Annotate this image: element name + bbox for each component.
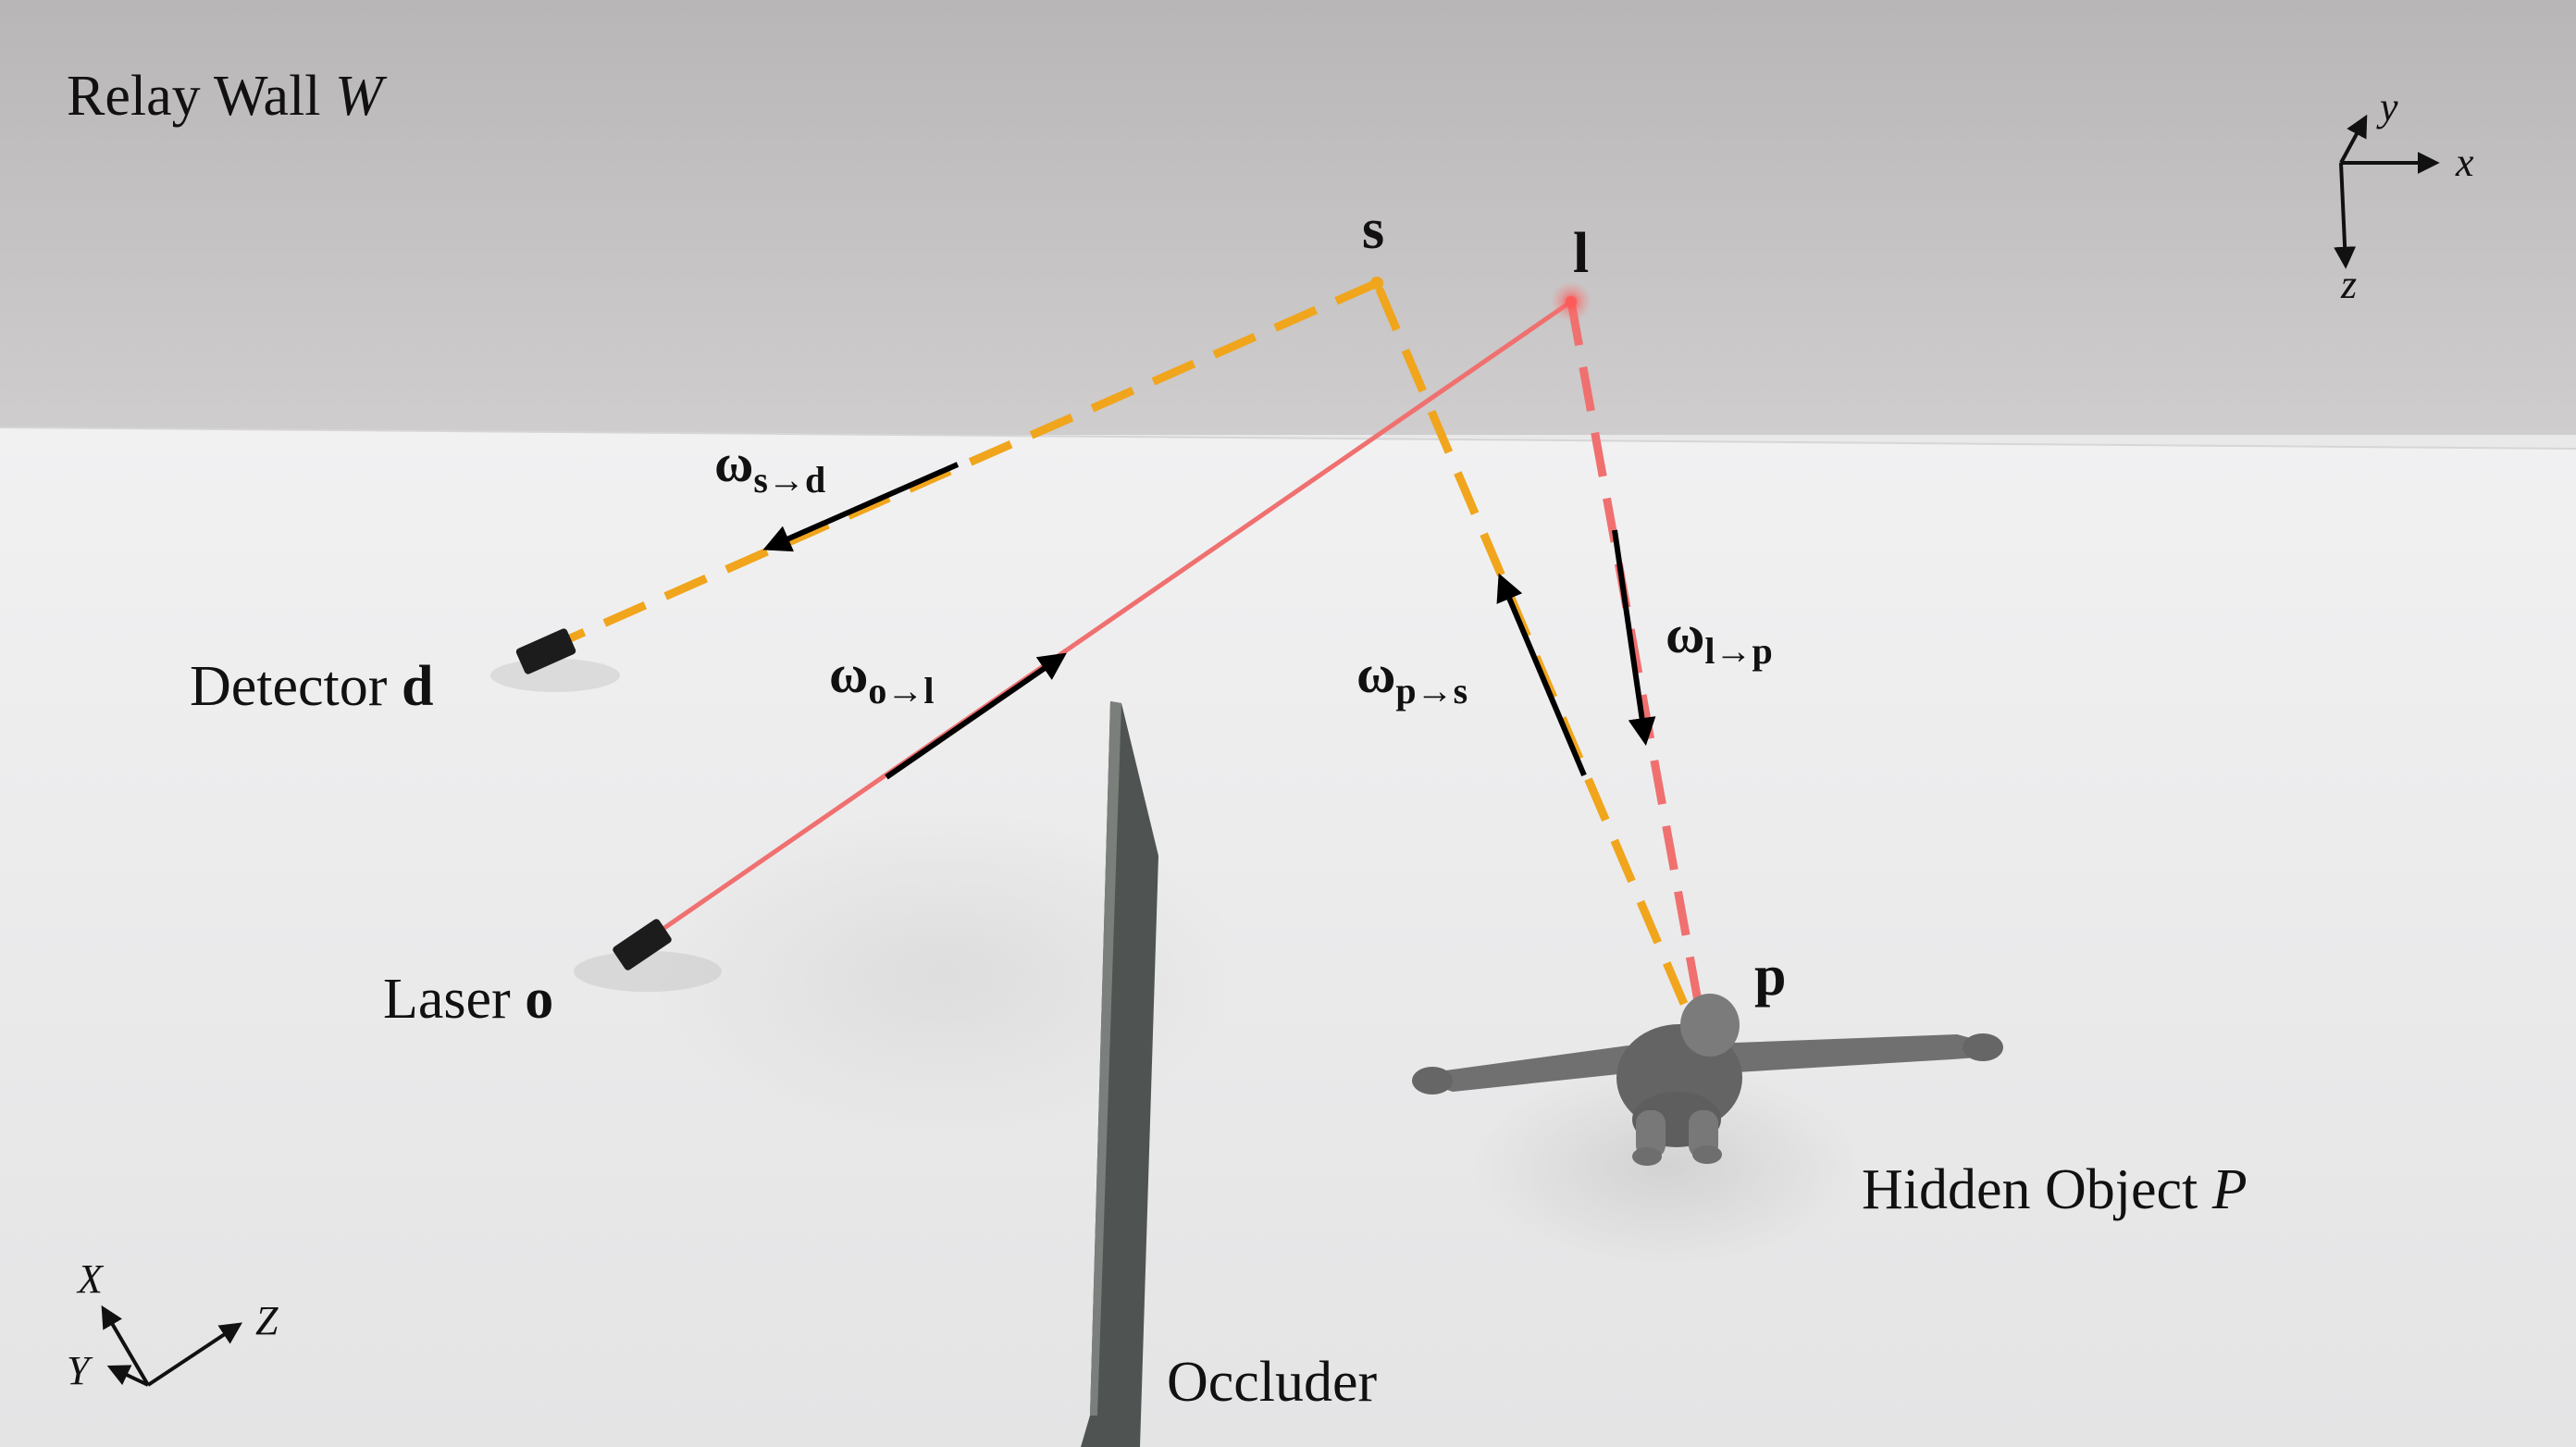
point-p-label: p: [1754, 945, 1786, 1008]
wall-axes: [2334, 114, 2440, 269]
hidden-object-figure: [1412, 994, 2003, 1268]
omega-p-to-s-label: ωp→s: [1356, 644, 1468, 711]
wall-axis-z-label: z: [2340, 262, 2357, 307]
relay-wall-surface: [0, 0, 2576, 435]
occluder-label: Occluder: [1167, 1351, 1378, 1414]
omega-o-to-l-label: ωo→l: [829, 644, 935, 711]
world-axis-y-label: Y: [67, 1348, 93, 1393]
floor-surface: [0, 427, 2576, 1447]
hidden-object-label: Hidden Object P: [1862, 1158, 2248, 1221]
detector-label: Detector d: [190, 655, 433, 718]
scan-point-s: [1370, 277, 1383, 290]
omega-o-to-l-arrow: [885, 652, 1067, 780]
omega-p-to-s-arrow: [1496, 573, 1587, 777]
laser-device: [574, 919, 722, 992]
world-axis-x-label: X: [76, 1256, 105, 1302]
occluder-shadow: [648, 805, 1240, 1138]
laser-ray-o-to-l: [650, 299, 1574, 939]
wall-axis-x-label: x: [2455, 140, 2474, 185]
laser-spot-l-core: [1566, 296, 1577, 307]
omega-s-to-d-label: ωs→d: [714, 433, 825, 501]
occluder-edge-highlight: [1090, 701, 1121, 1416]
omega-s-to-d-arrow: [762, 462, 960, 552]
world-axis-z-label: Z: [255, 1298, 279, 1343]
relay-wall-label: Relay Wall W: [67, 65, 388, 128]
detector-device: [490, 628, 620, 692]
point-l-label: l: [1573, 222, 1589, 285]
point-s-label: s: [1362, 198, 1384, 261]
wall-floor-edge: [0, 427, 2576, 450]
world-axes: [101, 1305, 243, 1387]
laser-label: Laser o: [383, 968, 553, 1031]
omega-l-to-p-label: ωl→p: [1666, 604, 1773, 672]
ray-s-to-d: [553, 278, 1379, 649]
wall-axis-y-label: y: [2376, 84, 2398, 130]
omega-l-to-p-arrow: [1612, 529, 1656, 746]
